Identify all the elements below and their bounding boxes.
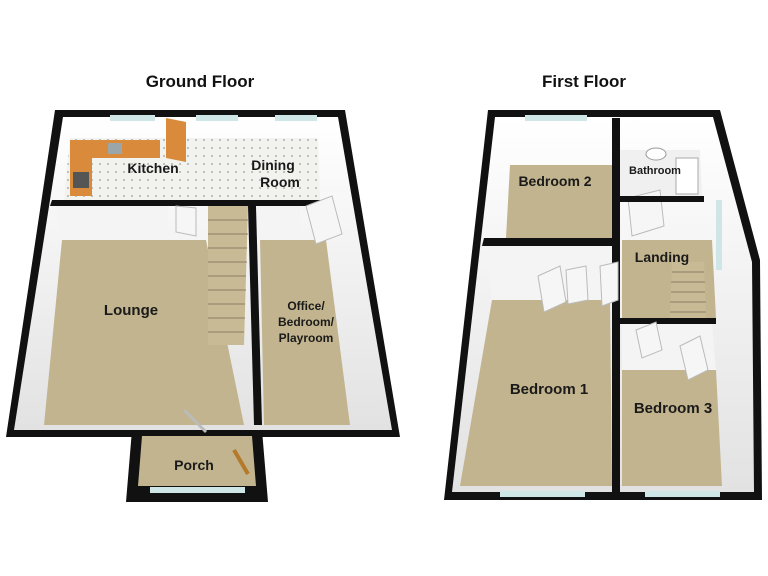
first-floor-staircase [670, 262, 706, 318]
porch-floor [138, 436, 256, 486]
lounge-door [175, 205, 197, 237]
porch-door [232, 448, 250, 476]
office-wall-face [256, 206, 300, 240]
bedroom1-door-2 [565, 265, 589, 305]
kitchen-sink [108, 143, 122, 154]
ground-window-rear-2 [275, 115, 317, 121]
first-cross-wall [482, 238, 620, 246]
bedroom1-floor [460, 300, 612, 486]
kitchen-label: Kitchen [127, 160, 178, 176]
office-divider-wall [248, 206, 262, 425]
bedroom2-floor [506, 165, 612, 238]
office-label-line3: Playroom [279, 331, 334, 345]
bedroom1-door-1 [537, 265, 567, 313]
bedroom3-label: Bedroom 3 [634, 400, 712, 417]
dining-room-label-line1: Dining [251, 157, 295, 173]
bedroom1-cupboard-door [599, 261, 619, 307]
bedroom3-wall [620, 318, 716, 324]
office-label-line1: Office/ [287, 299, 325, 313]
lounge-floor [44, 240, 244, 425]
kitchen-back-door [166, 118, 186, 162]
bedroom3-door [679, 335, 709, 381]
landing-label: Landing [635, 249, 689, 265]
first-floor-title: First Floor [542, 72, 626, 91]
office-door [305, 195, 343, 245]
ground-floor [6, 110, 400, 502]
bedroom2-window [525, 115, 587, 121]
first-floor [444, 110, 762, 500]
ground-window-rear-1 [196, 115, 238, 121]
dining-room-label-line2: Room [260, 174, 300, 190]
bathroom-label: Bathroom [629, 165, 681, 177]
landing-window [716, 200, 722, 270]
ground-cross-wall [50, 200, 332, 206]
kitchen-counter [70, 140, 160, 196]
bedroom1-window [500, 491, 585, 497]
ground-staircase [208, 206, 248, 345]
office-label-line2: Bedroom/ [278, 315, 335, 329]
lounge-wall-face [56, 206, 168, 240]
ground-floor-title: Ground Floor [146, 72, 255, 91]
bathroom-bottom-wall [620, 196, 704, 202]
lounge-label: Lounge [104, 302, 158, 319]
bedroom2-label: Bedroom 2 [518, 173, 591, 189]
ground-window-rear-3 [110, 115, 155, 121]
bedroom3-floor [622, 370, 722, 486]
bedroom3-cupboard-door [635, 321, 663, 359]
kitchen-hob [73, 172, 89, 188]
office-floor [260, 240, 350, 425]
bathroom-bath [675, 157, 699, 195]
front-door-swing [182, 408, 208, 434]
bedroom1-label: Bedroom 1 [510, 381, 588, 398]
first-center-wall [612, 118, 620, 492]
porch-label: Porch [174, 457, 214, 473]
bedroom3-window [645, 491, 720, 497]
porch-window [150, 487, 245, 493]
bathroom-basin [645, 147, 667, 161]
